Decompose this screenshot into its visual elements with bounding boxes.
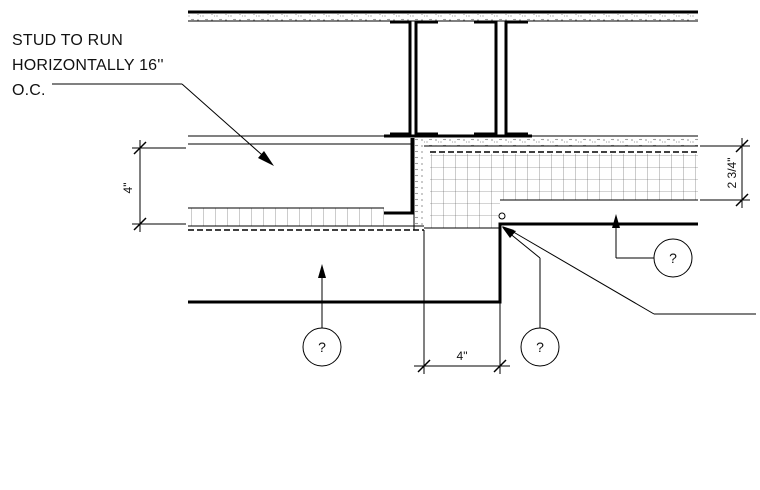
bottom-horizontal-dimension <box>414 230 510 374</box>
opening-outline <box>188 222 698 304</box>
stud-note-line-1: STUD TO RUN <box>12 32 123 49</box>
callout-1-tag: ? <box>318 339 326 355</box>
insulation-block <box>424 135 698 229</box>
sealant-bead <box>498 212 506 220</box>
note-leader <box>52 83 274 166</box>
left-dimension-label: 4" <box>121 183 135 194</box>
right-dimension-label: 2 3/4" <box>725 158 739 189</box>
callout-2-tag: ? <box>536 339 544 355</box>
sealant-leader <box>502 226 756 315</box>
sealant-strip <box>414 138 424 228</box>
bottom-dimension-label: 4" <box>457 349 468 363</box>
top-slab <box>188 10 698 22</box>
stud-note-line-3: O.C. <box>12 82 46 99</box>
right-vertical-dimension <box>700 138 750 208</box>
callout-3 <box>612 214 693 278</box>
callout-2 <box>502 227 560 367</box>
stud-right <box>474 20 528 136</box>
left-vertical-dimension <box>132 140 186 232</box>
stud-note: STUD TO RUN HORIZONTALLY 16'' O.C. <box>12 28 164 103</box>
stud-left <box>390 20 438 136</box>
l-track <box>384 138 414 215</box>
callout-1 <box>302 264 342 367</box>
left-panel <box>188 135 424 231</box>
callout-3-tag: ? <box>669 250 677 266</box>
stud-note-line-2: HORIZONTALLY 16'' <box>12 57 164 74</box>
